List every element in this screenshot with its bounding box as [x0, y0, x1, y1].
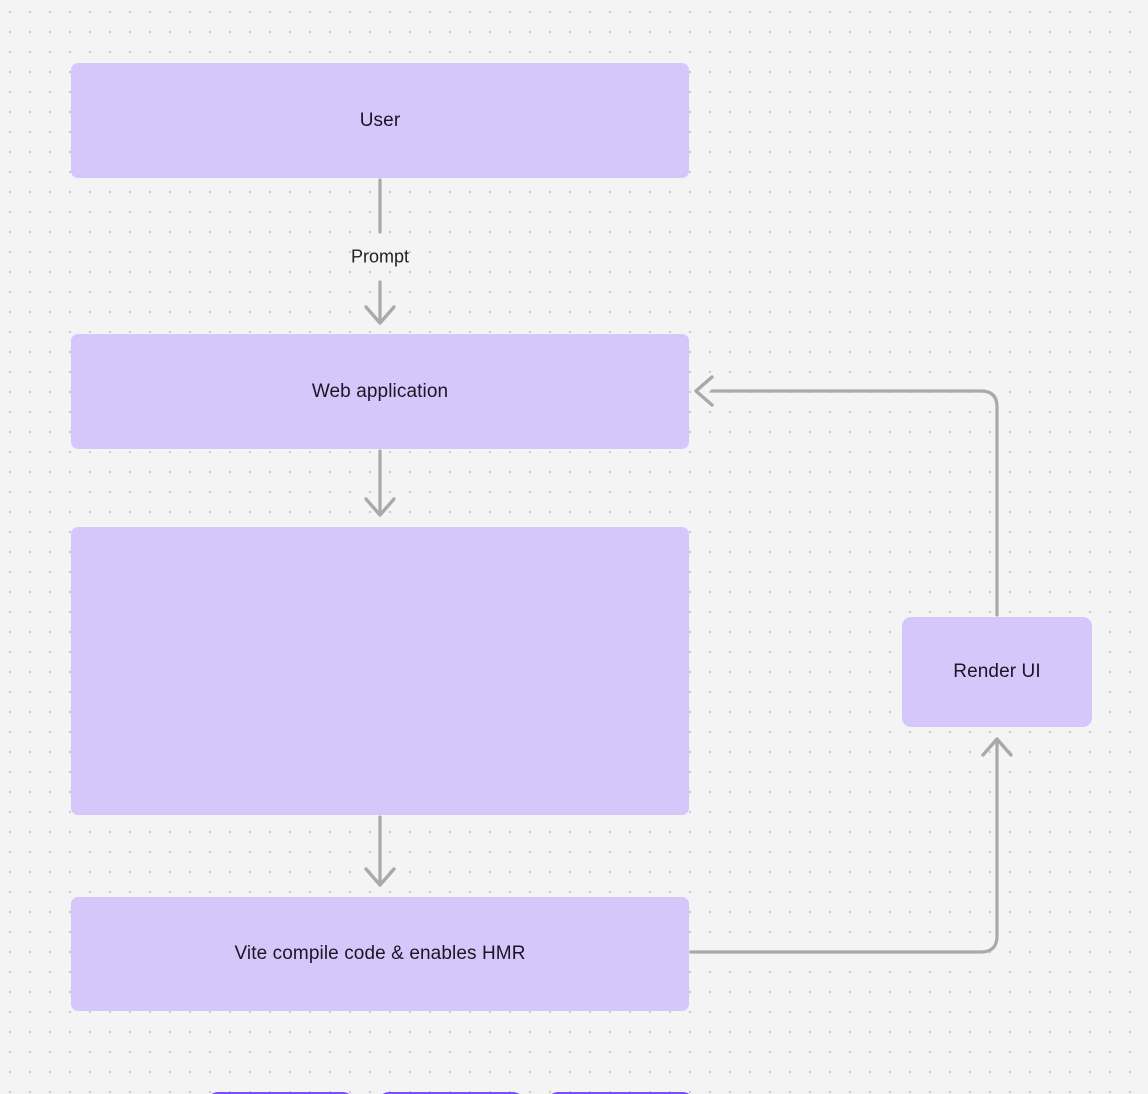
chip-javascript[interactable]: Javascript = Interactivity — [547, 1092, 694, 1094]
chip-css[interactable]: CSS = Styles & Layouts — [378, 1092, 524, 1094]
node-user[interactable]: User — [71, 63, 689, 178]
node-vite-label: Vite compile code & enables HMR — [234, 943, 526, 964]
node-components-container[interactable]: HTML = structure CSS = Styles & Layouts … — [71, 527, 694, 1094]
arrowhead-down-webapp — [364, 305, 396, 325]
node-user-label: User — [359, 109, 401, 131]
edge-label-prompt: Prompt — [350, 246, 410, 267]
arrowhead-up-render — [981, 737, 1013, 757]
edge-vite-to-render — [689, 740, 999, 954]
arrowhead-left-webapp — [694, 375, 714, 407]
node-web-application[interactable]: Web application — [71, 334, 689, 449]
node-render-ui-label: Render UI — [953, 661, 1041, 682]
edge-render-to-webapp — [710, 389, 999, 617]
node-vite[interactable]: Vite compile code & enables HMR — [71, 897, 689, 1011]
arrowhead-down-components — [364, 497, 396, 517]
arrowhead-down-vite — [364, 867, 396, 887]
node-web-application-label: Web application — [311, 380, 449, 402]
chip-html[interactable]: HTML = structure — [207, 1092, 354, 1094]
node-render-ui[interactable]: Render UI — [902, 617, 1092, 727]
